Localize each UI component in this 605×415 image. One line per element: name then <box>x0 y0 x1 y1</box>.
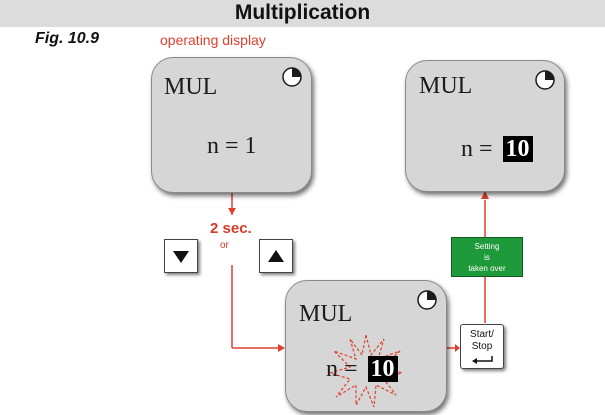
start-stop-button[interactable]: Start/ Stop <box>460 324 504 369</box>
editing-display-panel: MUL n = 10 <box>285 280 447 412</box>
clock-icon <box>417 290 437 310</box>
page-title: Multiplication <box>234 1 371 24</box>
up-key-button[interactable] <box>259 239 293 273</box>
arrowhead-result <box>481 191 489 199</box>
arrowhead-edit <box>278 344 285 352</box>
or-label: or <box>220 240 229 251</box>
value-prefix: n = <box>326 356 358 382</box>
taken-over-line-2: is <box>484 253 490 262</box>
taken-over-line-1: Setting <box>474 242 500 251</box>
hold-time-label: 2 sec. <box>210 220 252 237</box>
clock-icon <box>282 67 302 87</box>
start-stop-line-1: Start/ <box>470 329 494 340</box>
value-number-highlighted: 10 <box>502 136 533 162</box>
panel-title: MUL <box>299 301 353 327</box>
panel-value: n = 10 <box>326 356 486 383</box>
taken-over-line-3: taken over <box>468 264 506 273</box>
result-display-panel: MUL n = 10 <box>405 60 565 192</box>
setting-taken-over-label: Setting is taken over <box>451 237 523 277</box>
panel-title: MUL <box>419 73 473 99</box>
clock-icon <box>535 70 555 90</box>
value-prefix: n = <box>207 133 239 159</box>
panel-value: n = 10 <box>461 136 533 163</box>
panel-value: n = 1 <box>207 133 257 160</box>
blink-burst-icon <box>328 334 404 408</box>
arrowhead-start <box>455 344 460 352</box>
operating-display-label: operating display <box>160 32 266 48</box>
value-prefix: n = <box>461 136 493 162</box>
operating-display-panel: MUL n = 1 <box>151 57 312 193</box>
arrowhead-operating <box>228 208 236 215</box>
start-stop-line-2: Stop <box>471 341 493 352</box>
panel-title: MUL <box>164 74 218 100</box>
value-number: 1 <box>244 133 257 159</box>
value-number-blinking: 10 <box>367 356 398 382</box>
arrow-down-icon <box>173 251 189 263</box>
header-bar: Multiplication <box>0 0 605 27</box>
figure-label: Fig. 10.9 <box>35 30 100 47</box>
enter-icon <box>472 356 493 364</box>
arrow-up-icon <box>268 250 284 262</box>
down-key-button[interactable] <box>164 239 198 273</box>
